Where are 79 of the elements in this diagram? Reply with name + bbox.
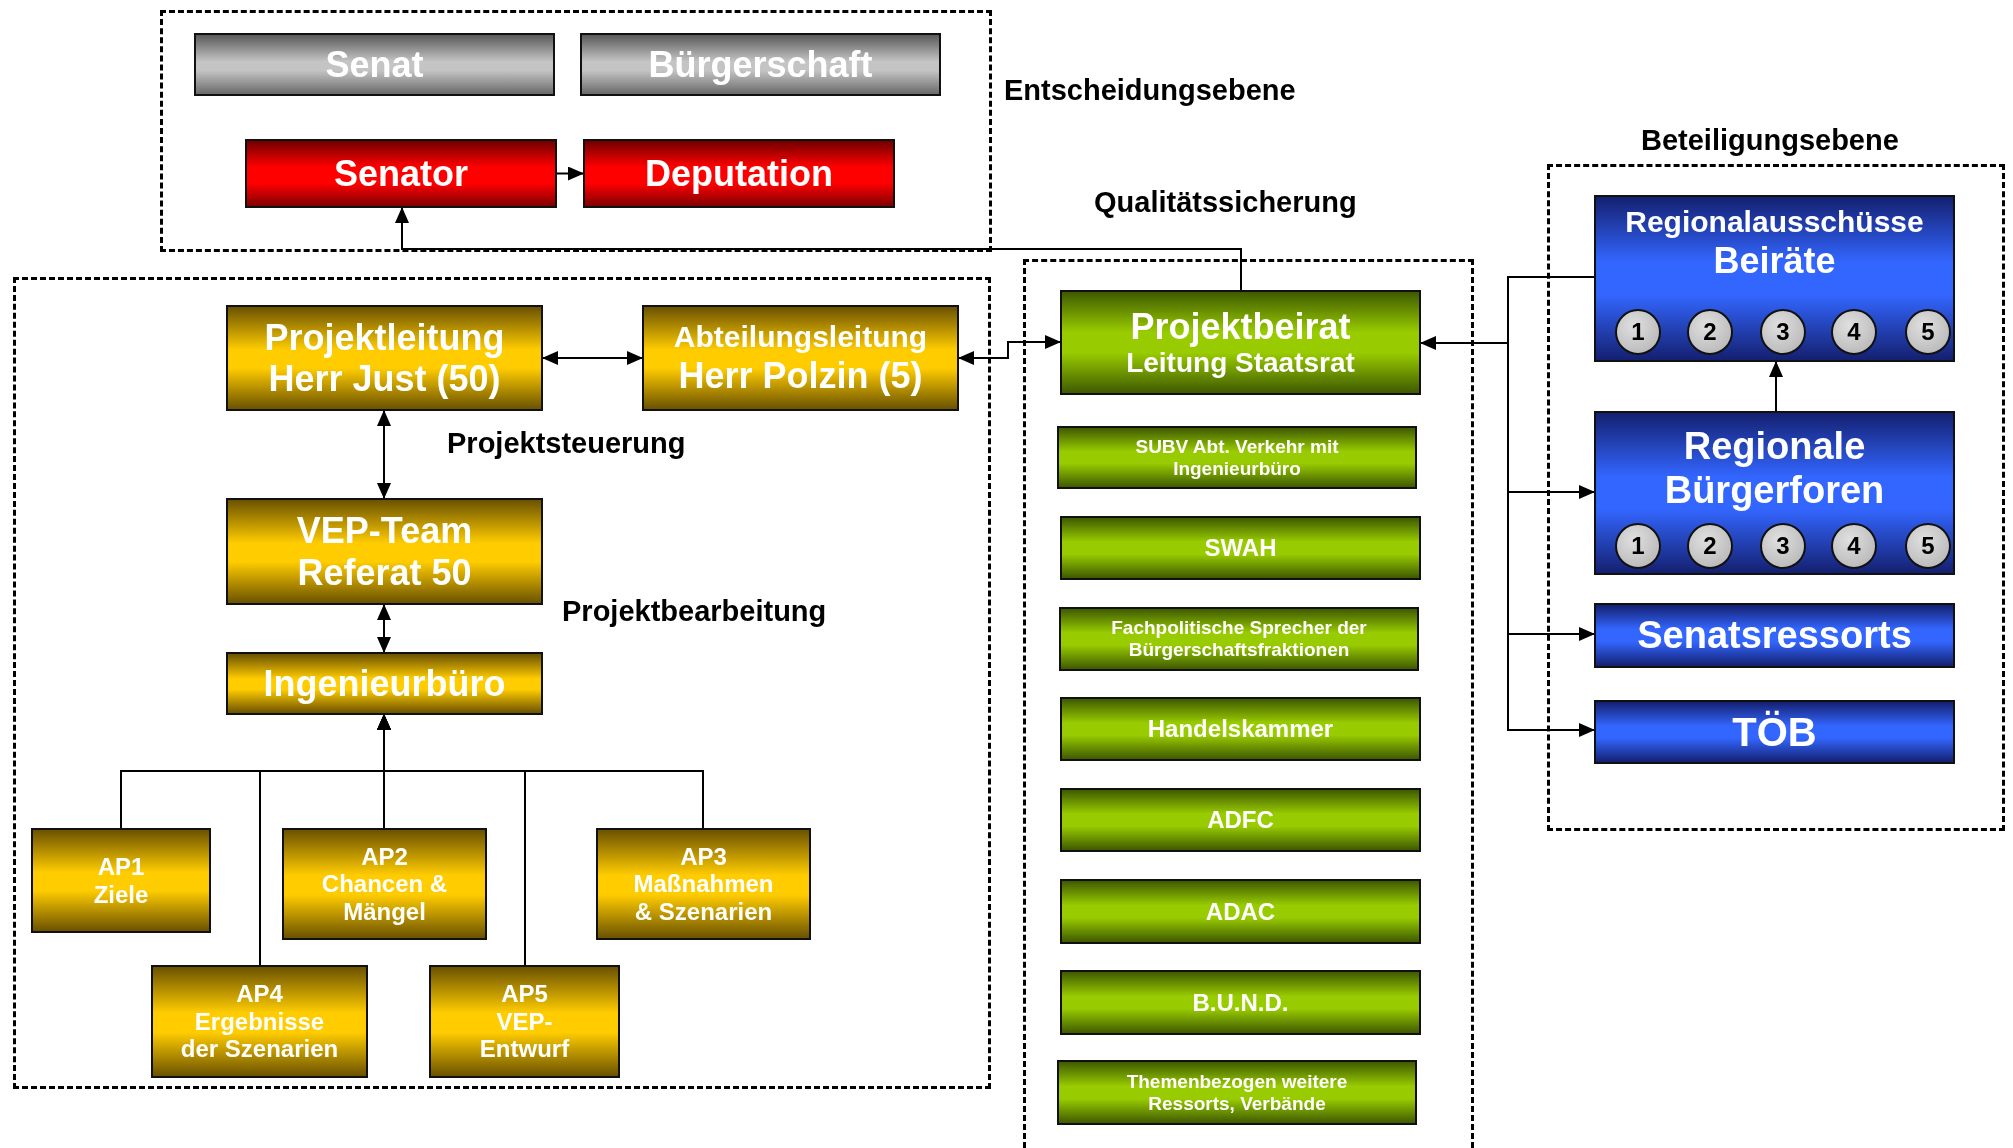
process-box bbox=[226, 498, 543, 605]
box-subtitle: Herr Polzin (5) bbox=[678, 354, 923, 396]
box-title: Senat bbox=[325, 43, 424, 86]
process-box bbox=[596, 828, 811, 940]
number-circle: 1 bbox=[1615, 309, 1661, 355]
connector-arrow bbox=[542, 351, 643, 365]
process-box bbox=[1594, 700, 1955, 764]
box-title: Deputation bbox=[645, 152, 833, 195]
box-title: ADFC bbox=[1207, 806, 1274, 834]
box-title: Handelskammer bbox=[1147, 715, 1334, 743]
process-box bbox=[282, 828, 487, 940]
box-title: Themenbezogen weitere Ressorts, Verbände bbox=[1125, 1070, 1349, 1115]
box-title: Projektleitung Herr Just (50) bbox=[263, 316, 506, 400]
box-title: Ingenieurbüro bbox=[263, 662, 506, 705]
connector-arrow bbox=[1769, 361, 1783, 412]
box-title: AP1 Ziele bbox=[92, 852, 150, 909]
box-title: SUBV Abt. Verkehr mit Ingenieurbüro bbox=[1134, 435, 1340, 480]
connector-arrow bbox=[556, 166, 584, 181]
box-title: Abteilungsleitung bbox=[673, 320, 928, 355]
number-circle: 2 bbox=[1687, 523, 1733, 569]
box-title: Projektbeirat bbox=[1130, 305, 1351, 348]
box-title: Regionalausschüsse bbox=[1625, 205, 1924, 240]
box-title: TÖB bbox=[1732, 709, 1817, 755]
process-box bbox=[1057, 1060, 1417, 1125]
process-box bbox=[1060, 697, 1421, 761]
box-title: AP3 Maßnahmen & Szenarien bbox=[633, 842, 774, 926]
box-subtitle: Beiräte bbox=[1713, 239, 1836, 281]
connector-arrow bbox=[377, 714, 526, 966]
box-title: AP4 Ergebnisse der Szenarien bbox=[179, 980, 340, 1063]
box-title: VEP-Team Referat 50 bbox=[295, 510, 474, 593]
process-box bbox=[226, 305, 543, 411]
connector-arrow bbox=[395, 207, 1242, 291]
process-box bbox=[583, 139, 895, 208]
number-circle: 4 bbox=[1831, 309, 1877, 355]
process-box bbox=[1060, 290, 1421, 395]
process-box bbox=[642, 305, 959, 411]
process-box bbox=[1060, 516, 1421, 580]
connector-arrow bbox=[377, 410, 391, 499]
box-subtitle: Leitung Staatsrat bbox=[1126, 347, 1355, 380]
process-box bbox=[226, 652, 543, 715]
box-title: Fachpolitische Sprecher der Bürgerschaftsfraktionen bbox=[1110, 617, 1368, 661]
box-title: B.U.N.D. bbox=[1192, 988, 1289, 1017]
number-circle: 5 bbox=[1905, 523, 1951, 569]
number-circle: 3 bbox=[1760, 309, 1806, 355]
process-box bbox=[1059, 607, 1419, 671]
connector-arrow bbox=[958, 335, 1061, 365]
box-title: Bürgerschaft bbox=[648, 43, 873, 86]
process-box bbox=[1594, 195, 1955, 362]
number-circle: 5 bbox=[1905, 309, 1951, 355]
number-circle: 3 bbox=[1760, 523, 1806, 569]
section-label: Projektbearbeitung bbox=[562, 595, 827, 628]
group-heading: Entscheidungsebene bbox=[1004, 74, 1296, 107]
process-box bbox=[1060, 788, 1421, 852]
process-box bbox=[580, 33, 941, 96]
box-title: ADAC bbox=[1205, 897, 1276, 926]
box-title: Regionale Bürgerforen bbox=[1663, 425, 1886, 513]
box-title: Senator bbox=[333, 152, 468, 195]
group-heading: Qualitätssicherung bbox=[1094, 186, 1357, 219]
process-box bbox=[245, 139, 557, 208]
process-box bbox=[1594, 411, 1955, 575]
process-box bbox=[429, 965, 620, 1078]
section-label: Projektsteuerung bbox=[447, 427, 686, 460]
number-circle: 4 bbox=[1831, 523, 1877, 569]
process-box bbox=[31, 828, 211, 933]
number-circle: 2 bbox=[1687, 309, 1733, 355]
box-title: Senatsressorts bbox=[1637, 613, 1912, 658]
process-box bbox=[1060, 879, 1421, 944]
process-box bbox=[1060, 970, 1421, 1035]
box-title: AP5 VEP-Entwurf bbox=[478, 980, 571, 1063]
connector-arrow bbox=[1507, 276, 1595, 737]
process-box bbox=[1057, 426, 1417, 489]
connector-arrow bbox=[377, 604, 391, 653]
number-circle: 1 bbox=[1615, 523, 1661, 569]
process-box bbox=[151, 965, 368, 1078]
box-title: AP2 Chancen & Mängel bbox=[320, 842, 449, 926]
group-heading: Beteiligungsebene bbox=[1641, 124, 1899, 157]
box-title: SWAH bbox=[1204, 534, 1277, 562]
process-box bbox=[194, 33, 555, 96]
process-box bbox=[1594, 603, 1955, 668]
